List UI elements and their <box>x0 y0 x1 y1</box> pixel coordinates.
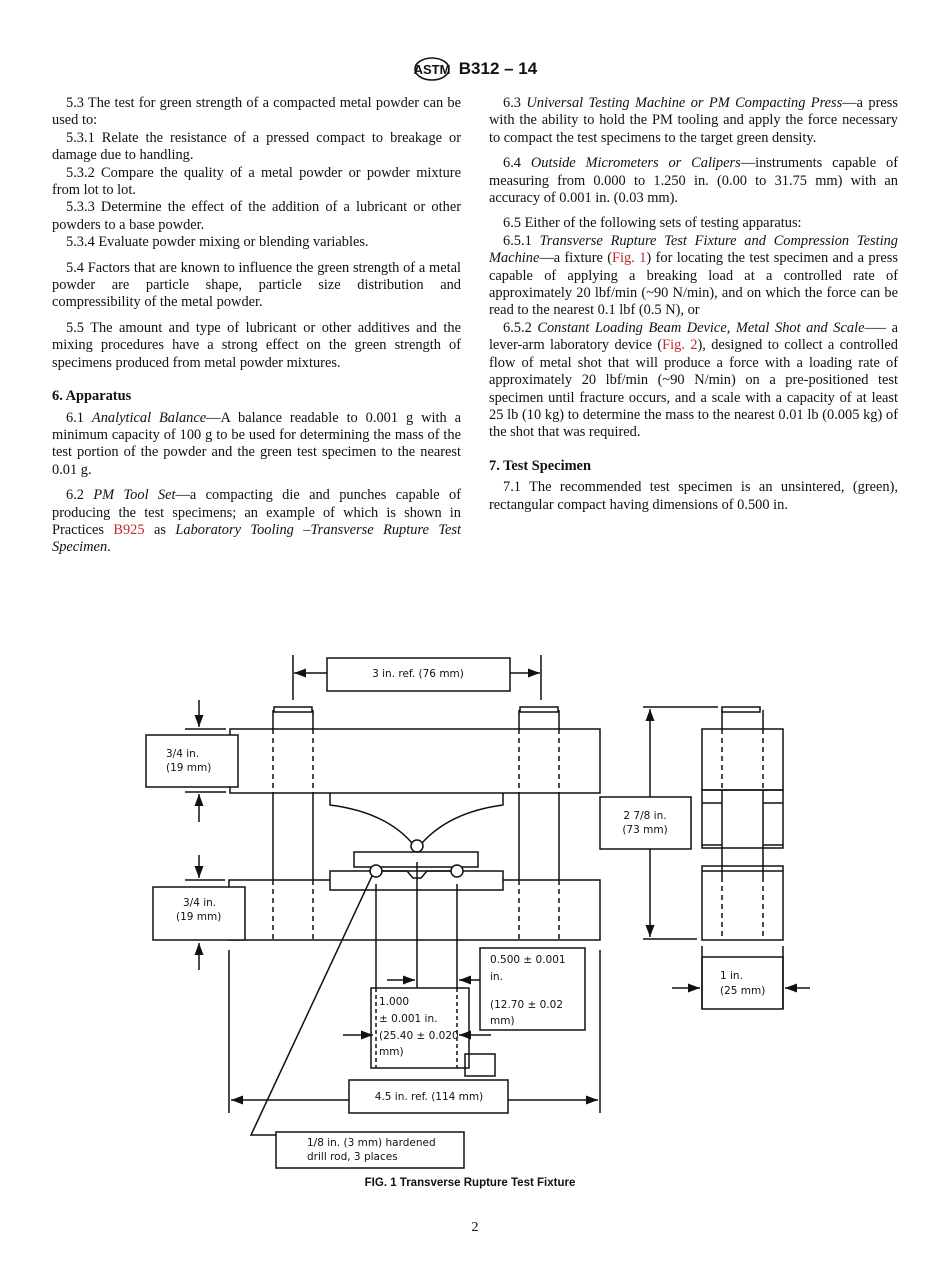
label-depth-mm: (25 mm) <box>720 985 765 997</box>
label-width-mm-unit: mm) <box>379 1046 404 1058</box>
text-run: 7.1 The recommended test specimen is an … <box>489 479 898 513</box>
text-run: 7. Test Specimen <box>489 457 591 474</box>
label-width-mm: (25.40 ± 0.020 <box>379 1030 459 1042</box>
text-run: Outside Micrometers or Calipers <box>530 155 741 172</box>
right-column: 6.3 Universal Testing Machine or PM Comp… <box>489 95 898 514</box>
reference-link[interactable]: Fig. 2 <box>662 337 698 354</box>
text-run: —a press with the ability to hold the PM… <box>489 95 898 146</box>
paragraph: 6.5 Either of the following sets of test… <box>489 215 898 232</box>
label-depth: 1 in. <box>720 970 743 982</box>
reference-link[interactable]: Fig. 1 <box>612 250 647 267</box>
designation: B312 – 14 <box>458 59 538 78</box>
label-upper-plate: 3/4 in. <box>166 748 199 760</box>
text-run: PM Tool Set <box>93 487 176 504</box>
text-run: 6.2 <box>66 487 94 504</box>
text-run: Constant Loading Beam Device, Metal Shot… <box>537 319 865 336</box>
paragraph: 5.3.1 Relate the resistance of a pressed… <box>52 130 461 165</box>
paragraph: 6.5.1 Transverse Rupture Test Fixture an… <box>489 233 898 320</box>
paragraph: 5.3.2 Compare the quality of a metal pow… <box>52 165 461 200</box>
text-run: —instruments capable of measuring from 0… <box>489 155 898 207</box>
text-run: 6.5.1 <box>503 232 540 249</box>
page-header: ASTM B312 – 14 <box>0 55 950 83</box>
label-height: 2 7/8 in. <box>623 810 666 822</box>
text-run: —a fixture ( <box>539 250 613 267</box>
label-span: 0.500 ± 0.001 <box>490 954 566 966</box>
label-span-mm-unit: mm) <box>490 1015 515 1027</box>
label-lower-plate: 3/4 in. <box>183 897 216 909</box>
text-run: . <box>107 539 111 556</box>
label-upper-plate-mm: (19 mm) <box>166 762 211 774</box>
text-run: 6.5 Either of the following sets of test… <box>503 215 802 232</box>
left-column: 5.3 The test for green strength of a com… <box>52 95 461 557</box>
text-run: 5.3 The test for green strength of a com… <box>52 95 461 129</box>
label-top-width: 3 in. ref. (76 mm) <box>372 668 464 680</box>
paragraph: 5.3 The test for green strength of a com… <box>52 95 461 130</box>
page-number: 2 <box>471 1220 479 1235</box>
text-run: 6. Apparatus <box>52 388 132 405</box>
text-run: Transverse Rupture Test Fixture and Comp… <box>489 232 898 267</box>
text-run: 6.3 <box>503 95 527 111</box>
label-width-tol: ± 0.001 in. <box>379 1013 437 1025</box>
text-run: 5.3.2 Compare the quality of a metal pow… <box>52 164 461 199</box>
text-run: Analytical Balance <box>91 409 207 426</box>
paragraph: 6.4 Outside Micrometers or Calipers—inst… <box>489 155 898 207</box>
text-run: 6.5.2 <box>503 319 538 336</box>
text-run: as <box>144 521 176 538</box>
paragraph: 5.3.4 Evaluate powder mixing or blending… <box>52 234 461 251</box>
label-rod-places: drill rod, 3 places <box>307 1151 398 1163</box>
section-heading: 6. Apparatus <box>52 388 461 405</box>
text-run: —– a lever-arm laboratory device ( <box>489 319 899 354</box>
label-span-unit: in. <box>490 971 503 983</box>
label-width: 1.000 <box>379 996 409 1008</box>
paragraph: 6.5.2 Constant Loading Beam Device, Meta… <box>489 320 898 442</box>
text-run: —a compacting die and punches capable of… <box>52 487 462 538</box>
paragraph: 6.3 Universal Testing Machine or PM Comp… <box>489 95 898 147</box>
svg-text:ASTM: ASTM <box>413 62 450 77</box>
text-run: 6.1 <box>66 409 92 426</box>
label-rod: 1/8 in. (3 mm) hardened <box>307 1137 436 1149</box>
text-run: Universal Testing Machine or PM Compacti… <box>526 95 843 111</box>
text-run: 5.3.1 Relate the resistance of a pressed… <box>52 129 461 164</box>
paragraph: 5.3.3 Determine the effect of the additi… <box>52 199 461 234</box>
text-run: ) for locating the test specimen and a p… <box>489 250 899 319</box>
label-height-mm: (73 mm) <box>622 824 667 836</box>
text-run: 5.3.3 Determine the effect of the additi… <box>52 199 461 233</box>
astm-logo: ASTM <box>413 57 450 81</box>
label-span-mm: (12.70 ± 0.02 <box>490 999 563 1011</box>
reference-link[interactable]: B925 <box>113 521 145 538</box>
paragraph: 5.5 The amount and type of lubricant or … <box>52 320 461 372</box>
section-heading: 7. Test Specimen <box>489 458 898 475</box>
paragraph: 7.1 The recommended test specimen is an … <box>489 479 898 514</box>
paragraph: 6.2 PM Tool Set—a compacting die and pun… <box>52 487 461 557</box>
paragraph: 5.4 Factors that are known to influence … <box>52 260 461 312</box>
paragraph: 6.1 Analytical Balance—A balance readabl… <box>52 410 461 480</box>
text-run: 5.4 Factors that are known to influence … <box>52 259 461 311</box>
text-run: 6.4 <box>503 155 531 172</box>
label-lower-plate-mm: (19 mm) <box>176 911 221 923</box>
text-run: ), designed to collect a controlled flow… <box>489 337 898 441</box>
text-run: —A balance readable to 0.001 g with a mi… <box>52 409 461 478</box>
text-run: Laboratory Tooling –Transverse Rupture T… <box>52 521 461 556</box>
figure-caption: FIG. 1 Transverse Rupture Test Fixture <box>364 1177 576 1189</box>
text-run: 5.5 The amount and type of lubricant or … <box>52 319 461 371</box>
label-overall: 4.5 in. ref. (114 mm) <box>375 1091 483 1103</box>
text-run: 5.3.4 Evaluate powder mixing or blending… <box>66 234 369 251</box>
